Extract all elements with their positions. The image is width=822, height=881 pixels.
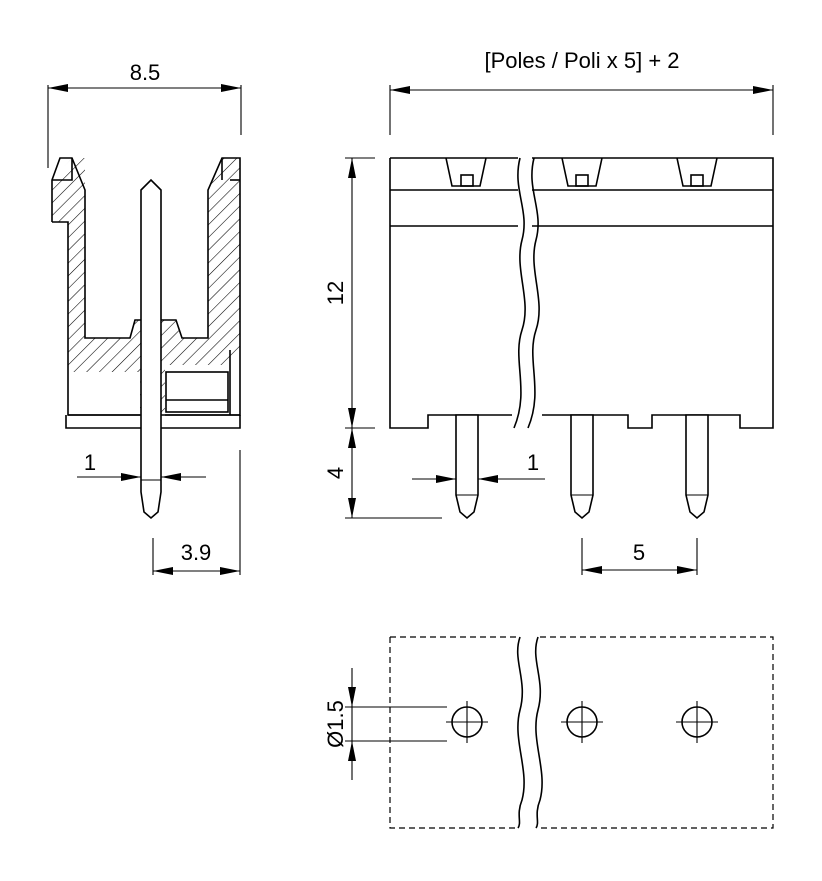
dim-pitch: 5 — [633, 540, 645, 565]
dim-pin-side: 1 — [84, 450, 96, 475]
front-pins — [455, 414, 709, 520]
side-window — [165, 371, 229, 413]
front-view: [Poles / Poli x 5] + 2 12 4 1 5 — [323, 48, 774, 575]
side-view: 8.5 1 3.9 — [47, 60, 242, 575]
dim-pin-length: 4 — [323, 467, 348, 479]
dim-pin-offset: 3.9 — [181, 540, 212, 565]
dim-pin-front: 1 — [527, 450, 539, 475]
side-pin — [140, 178, 162, 520]
front-break-line — [513, 157, 526, 429]
footprint-view: Ø1.5 — [323, 636, 774, 829]
front-latches — [445, 157, 718, 187]
dim-width-side: 8.5 — [130, 60, 161, 85]
side-section-hatch — [52, 158, 240, 415]
footprint-holes — [446, 701, 718, 743]
dim-height: 12 — [323, 281, 348, 305]
dim-width-front: [Poles / Poli x 5] + 2 — [484, 48, 679, 73]
dim-hole-diameter: Ø1.5 — [323, 700, 348, 748]
